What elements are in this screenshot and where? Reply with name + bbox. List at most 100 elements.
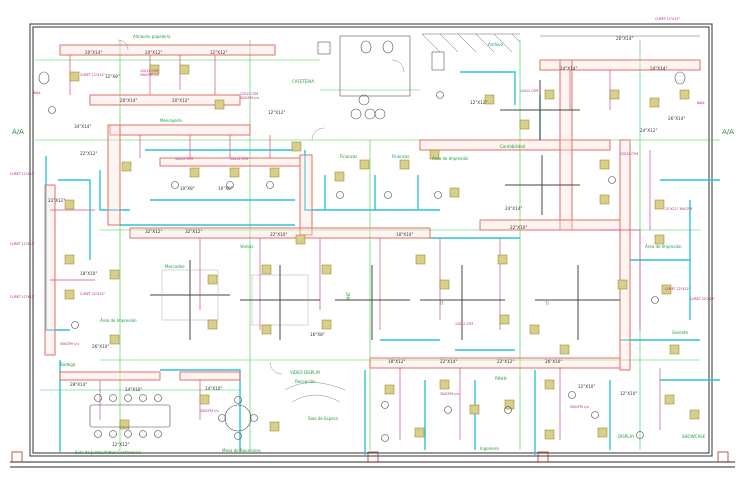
duct-label: 22"X12" bbox=[48, 198, 65, 203]
duct-label: 22"X12" bbox=[497, 359, 514, 364]
duct-label: 12"X12" bbox=[112, 442, 129, 447]
room-labels: Almacén papelería Archivo CAFETERIA Mens… bbox=[60, 34, 706, 455]
duct-label: 20"X14" bbox=[85, 50, 102, 55]
diffuser-note: 12X12 CFM bbox=[520, 89, 538, 93]
duct-label: 26"X10" bbox=[92, 344, 109, 349]
side-labels: A/A A/A BAJA BAJA bbox=[12, 91, 734, 136]
diffuser-note: 12X12 CFM bbox=[620, 152, 638, 156]
duct-label: 24"X14" bbox=[505, 206, 522, 211]
duct-label: 14"X10" bbox=[205, 386, 222, 391]
diffuser-note: 300CFM c/u bbox=[200, 409, 219, 413]
duct-label: 24"X14" bbox=[650, 66, 667, 71]
cluster-7 bbox=[505, 155, 580, 215]
label-finanzas-1: Finanzas bbox=[340, 154, 357, 159]
duct-label: 12"X12" bbox=[470, 100, 487, 105]
cluster-1 bbox=[150, 260, 230, 340]
diffuser-note: CURET 12"X12" bbox=[10, 242, 36, 246]
cluster-4 bbox=[420, 265, 505, 340]
duct-label: 26"X14" bbox=[616, 36, 633, 41]
entrance-columns bbox=[11, 451, 729, 463]
label-ingeniero: Ingeniero bbox=[480, 446, 499, 451]
diffuser-note: 300CFM c/u bbox=[570, 405, 589, 409]
duct-label: 14"X10" bbox=[125, 387, 142, 392]
duct-label: 22"X12" bbox=[80, 151, 97, 156]
baja-right-label: BAJA bbox=[697, 101, 705, 105]
diffuser-note: 300CFM c/u bbox=[440, 392, 459, 396]
cluster-6 bbox=[500, 80, 580, 140]
label-mensajeria: Mensajería bbox=[160, 118, 182, 123]
label-ti: TI bbox=[544, 301, 549, 306]
diffuser-note: 12X12 CFM bbox=[240, 92, 258, 96]
label-almacen: Almacén papelería bbox=[133, 34, 171, 39]
label-area-impresion-2: Área de Impresión bbox=[645, 244, 682, 249]
diffuser-note: 12X12 CFM bbox=[230, 157, 248, 161]
workstation-clusters bbox=[150, 80, 620, 340]
door-swings bbox=[117, 39, 405, 403]
cluster-5 bbox=[535, 265, 620, 340]
cluster-2 bbox=[240, 265, 320, 340]
duct-label: 24"X12" bbox=[640, 128, 657, 133]
duct-label: 18"X10" bbox=[80, 271, 97, 276]
interior-partitions bbox=[45, 71, 720, 455]
diffuser-note: CURET 12"X12" bbox=[10, 295, 36, 299]
duct-label: 22"X10" bbox=[270, 232, 287, 237]
duct-label: 16"X8" bbox=[310, 332, 325, 337]
duct-label: 10"X8" bbox=[218, 186, 233, 191]
duct-label: 22"X10" bbox=[510, 225, 527, 230]
duct-label: 12"X10" bbox=[578, 384, 595, 389]
aa-left-label: A/A bbox=[12, 128, 24, 136]
duct-label: 12"X10" bbox=[620, 391, 637, 396]
label-rrhh: RRHH bbox=[495, 376, 507, 381]
diffuser-note: CURET 22"X22" bbox=[665, 287, 691, 291]
label-video-display: VIDEO DISPLAY bbox=[290, 370, 321, 375]
label-display: DISPLAY bbox=[618, 434, 635, 439]
supply-ducts bbox=[44, 44, 701, 381]
diffuser-note: CURET 12"X12" bbox=[10, 172, 36, 176]
label-sala-juntas: Sala de Juntas/Video Conferencia bbox=[75, 450, 142, 455]
duct-label: 26"X10" bbox=[545, 359, 562, 364]
aa-right-label: A/A bbox=[722, 128, 734, 136]
label-archivo: Archivo bbox=[488, 42, 504, 47]
duct-label: 20"X12" bbox=[172, 98, 189, 103]
diffuser-note: 12X12 CFM bbox=[455, 322, 473, 326]
label-area-impresion-1: Área de Impresión bbox=[432, 156, 469, 161]
diffuser-note: CURET 22"X22" bbox=[80, 292, 106, 296]
duct-label: 12"X12" bbox=[210, 50, 227, 55]
label-it: IT bbox=[440, 301, 444, 306]
label-bodega: Bodega bbox=[60, 362, 76, 367]
duct-label: 28"X14" bbox=[70, 382, 87, 387]
diffuser-note: CURET 12"X12" bbox=[80, 73, 106, 77]
duct-label: 20"X12" bbox=[145, 50, 162, 55]
duct-label: 34"X14" bbox=[74, 124, 91, 129]
diffuser-note: 12X12 CFM bbox=[140, 69, 158, 73]
archivo-hatch bbox=[421, 33, 700, 53]
duct-label: 18"X10" bbox=[396, 232, 413, 237]
duct-label: 12"X8" bbox=[105, 74, 120, 79]
label-ventas: Ventas bbox=[240, 244, 254, 249]
diffuser-note: 12"X12" 300CFM bbox=[665, 207, 692, 211]
diffuser-annotations: 12X12 CFM 300CFM c/u CURET 12"X12" 12X12… bbox=[10, 17, 716, 413]
label-area-impresion-3: Área de Impresión bbox=[100, 318, 137, 323]
label-mkt: MKT bbox=[346, 291, 351, 300]
label-mesa-reuniones: Mesa de Reuniones bbox=[222, 448, 261, 453]
duct-label: 26"X14" bbox=[668, 116, 685, 121]
diffusers bbox=[64, 64, 700, 440]
duct-label: 10"X8" bbox=[180, 186, 195, 191]
cluster-3 bbox=[335, 265, 410, 340]
branch-ducts bbox=[50, 55, 661, 440]
label-contabilidad: Contabilidad bbox=[500, 144, 526, 149]
duct-label: 32"X12" bbox=[185, 229, 202, 234]
duct-label: 22"X14" bbox=[440, 359, 457, 364]
label-cafeteria: CAFETERIA bbox=[292, 79, 314, 84]
duct-label: 18"X12" bbox=[388, 359, 405, 364]
restroom-fixtures bbox=[38, 35, 686, 120]
duct-label: 20"X14" bbox=[120, 98, 137, 103]
diffuser-note: 400CFM c/u bbox=[240, 96, 259, 100]
duct-label: 12"X12" bbox=[268, 110, 285, 115]
label-finanzas-2: Finanzas bbox=[392, 154, 409, 159]
furniture-chairs bbox=[48, 91, 659, 442]
label-recepcion: Recepción bbox=[295, 379, 316, 384]
diffuser-note: 300CFM c/u bbox=[60, 342, 79, 346]
